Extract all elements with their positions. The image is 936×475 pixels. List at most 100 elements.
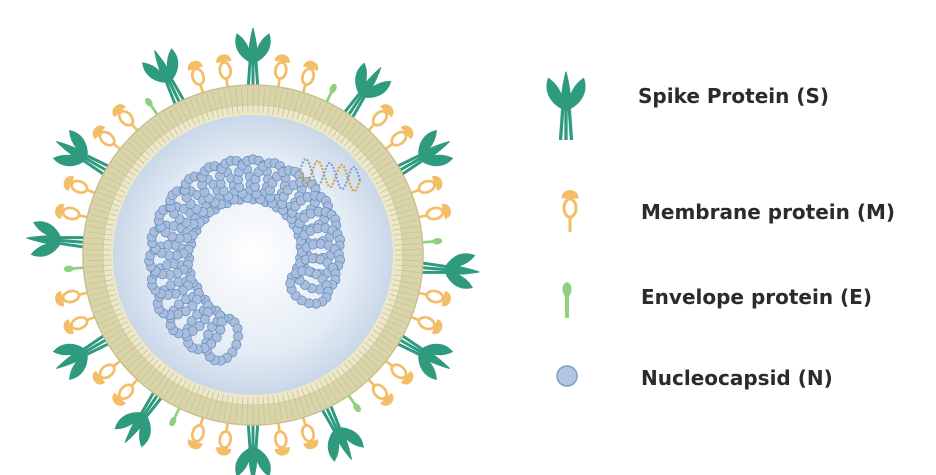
lipid-tick	[246, 396, 249, 423]
lipid-tick	[340, 122, 357, 144]
lipid-tick	[354, 353, 375, 372]
lipid-tick	[240, 396, 244, 423]
lipid-tick	[195, 388, 205, 414]
lipid-tick	[136, 356, 155, 377]
lipid-tick	[200, 389, 210, 415]
lipid-bilayer	[85, 87, 421, 423]
lipid-tick	[223, 89, 229, 116]
nucleocapsid-bead	[285, 278, 296, 289]
lipid-tick	[131, 138, 152, 157]
lipid-tick	[378, 321, 402, 335]
lipid-tick	[88, 284, 115, 291]
lipid-tick	[85, 269, 112, 273]
lipid-tick	[107, 170, 131, 185]
lipid-tick	[291, 93, 300, 119]
lipid-tick	[277, 394, 283, 421]
lipid-tick	[373, 329, 396, 345]
lipid-tick	[211, 392, 220, 419]
lipid-tick	[113, 160, 136, 176]
lipid-tick	[394, 264, 421, 268]
lipid-tick	[178, 103, 192, 128]
lipid-tick	[168, 109, 183, 133]
lipid-tick	[370, 160, 393, 176]
lipid-tick	[110, 165, 133, 181]
nucleocapsid-bead	[199, 314, 210, 325]
lipid-tick	[319, 106, 333, 130]
lipid-tick	[85, 248, 112, 251]
lipid-tick	[124, 146, 145, 165]
legend-label-spike: Spike Protein (S)	[638, 84, 829, 108]
nucleocapsid-bead	[233, 331, 244, 342]
lipid-tick	[390, 288, 417, 297]
lipid-tick	[140, 129, 159, 150]
lipid-tick	[140, 360, 159, 381]
legend-label-nucleocapsid: Nucleocapsid (N)	[641, 366, 833, 390]
lipid-tick	[386, 197, 412, 207]
nucleocapsid-bead	[173, 299, 184, 310]
rna-strand	[299, 157, 361, 191]
lipid-tick	[124, 345, 145, 364]
lipid-tick	[391, 219, 418, 226]
lipid-tick	[305, 99, 317, 124]
lipid-tick	[97, 191, 122, 203]
lipid-tick	[89, 213, 116, 222]
lipid-tick	[184, 101, 196, 126]
lipid-tick	[153, 118, 170, 141]
lipid-tick	[189, 386, 201, 411]
nucleocapsid-bead	[186, 315, 197, 326]
lipid-tick	[384, 307, 409, 319]
nucleocapsid-rna-coil	[144, 154, 361, 366]
lipid-tick	[394, 248, 421, 251]
envelope-protein-icon	[561, 280, 573, 320]
lipid-tick	[389, 208, 415, 217]
lipid-tick	[340, 366, 357, 388]
lipid-tick	[211, 91, 220, 118]
lipid-tick	[113, 334, 136, 350]
lipid-tick	[390, 213, 417, 222]
lipid-tick	[310, 384, 322, 409]
lipid-tick	[89, 288, 116, 297]
lipid-tick	[163, 112, 179, 135]
lipid-tick	[116, 338, 139, 355]
lipid-tick	[93, 202, 119, 212]
lipid-tick	[364, 342, 386, 359]
lipid-tick	[153, 369, 170, 392]
lipid-tick	[314, 382, 328, 407]
lipid-tick	[347, 129, 366, 150]
lipid-tick	[358, 142, 379, 161]
lipid-tick	[267, 87, 271, 114]
lipid-tick	[97, 307, 122, 319]
lipid-tick	[393, 231, 420, 236]
lipid-tick	[394, 237, 421, 241]
lipid-tick	[332, 115, 348, 138]
lipid-tick	[267, 396, 271, 423]
lipid-tick	[282, 393, 289, 420]
lipid-tick	[358, 349, 379, 368]
lipid-tick	[257, 87, 260, 114]
lipid-tick	[361, 345, 382, 364]
lipid-tick	[127, 349, 148, 368]
lipid-tick	[94, 197, 120, 207]
lipid-tick	[305, 386, 317, 411]
legend-label-membrane: Membrane protein (M)	[641, 200, 896, 224]
lipid-tick	[229, 88, 234, 115]
lipid-tick	[314, 103, 328, 128]
lipid-tick	[173, 380, 187, 404]
lipid-tick	[206, 93, 215, 119]
lipid-tick	[354, 138, 375, 157]
lipid-tick	[246, 87, 249, 114]
lipid-tick	[380, 180, 405, 194]
spike-protein-icon	[545, 70, 587, 142]
lipid-tick	[116, 155, 139, 172]
lipid-tick	[262, 396, 266, 423]
lipid-tick	[86, 231, 113, 236]
lipid-tick	[343, 126, 362, 147]
nucleocapsid-icon	[556, 365, 578, 387]
lipid-tick	[91, 208, 117, 217]
lipid-tick	[217, 90, 224, 117]
lipid-tick	[319, 380, 333, 404]
spike-protein	[23, 219, 92, 262]
lipid-tick	[99, 186, 124, 198]
lipid-tick	[336, 369, 353, 392]
lipid-tick	[200, 95, 210, 121]
